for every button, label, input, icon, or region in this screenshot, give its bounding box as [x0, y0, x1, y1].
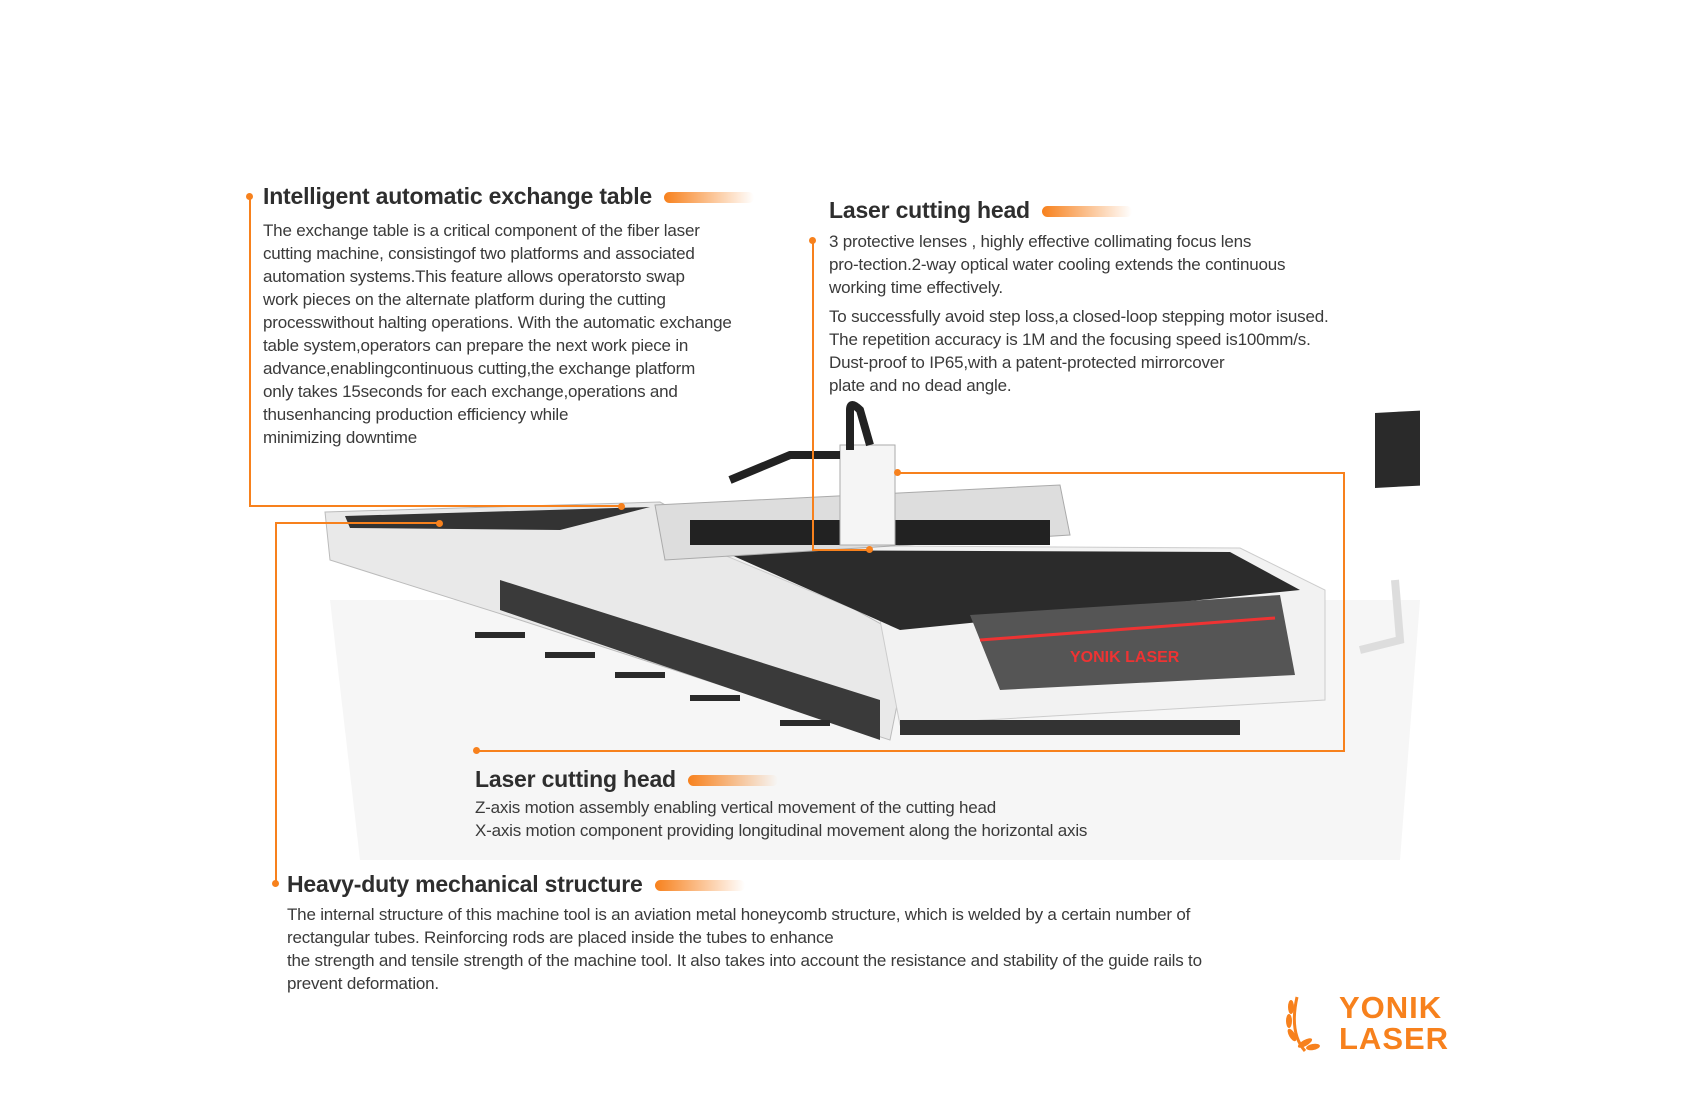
connector-line [249, 505, 623, 507]
machine-brand-label: YONIK LASER [1070, 649, 1180, 666]
section-title-exchange-table: Intelligent automatic exchange table [263, 183, 754, 210]
connector-line [1343, 472, 1345, 752]
connector-line [275, 522, 277, 883]
accent-bar [687, 775, 778, 787]
connector-line [897, 472, 1343, 474]
connector-line [249, 195, 251, 507]
yonik-laser-logo: YONIK LASER [1283, 992, 1449, 1054]
accent-bar [1041, 206, 1132, 218]
section-title-mechanical-structure: Heavy-duty mechanical structure [287, 871, 745, 898]
control-monitor [1375, 410, 1420, 488]
connector-line [812, 549, 870, 551]
connector-dot [272, 880, 279, 887]
section-title-laser-head: Laser cutting head [829, 197, 1132, 224]
connector-dot [473, 747, 480, 754]
section-body-mechanical-structure: The internal structure of this machine t… [287, 905, 1202, 993]
section-body-motion: Z-axis motion assembly enabling vertical… [475, 798, 1088, 840]
section-title-laser-head-motion: Laser cutting head [475, 766, 778, 793]
connector-dot [618, 503, 625, 510]
laurel-icon [1286, 996, 1320, 1052]
cutting-head [839, 444, 896, 546]
logo-text-yonik: YONIK [1339, 990, 1443, 1025]
accent-bar [654, 880, 745, 892]
section-body-exchange-table: The exchange table is a critical compone… [263, 221, 732, 447]
connector-line [477, 750, 1345, 752]
connector-line [812, 240, 814, 550]
section-body-laser-head: 3 protective lenses , highly effective c… [829, 232, 1329, 395]
connector-dot [866, 546, 873, 553]
connector-line [275, 522, 440, 524]
logo-text-laser: LASER [1339, 1021, 1450, 1056]
accent-bar [664, 192, 754, 204]
